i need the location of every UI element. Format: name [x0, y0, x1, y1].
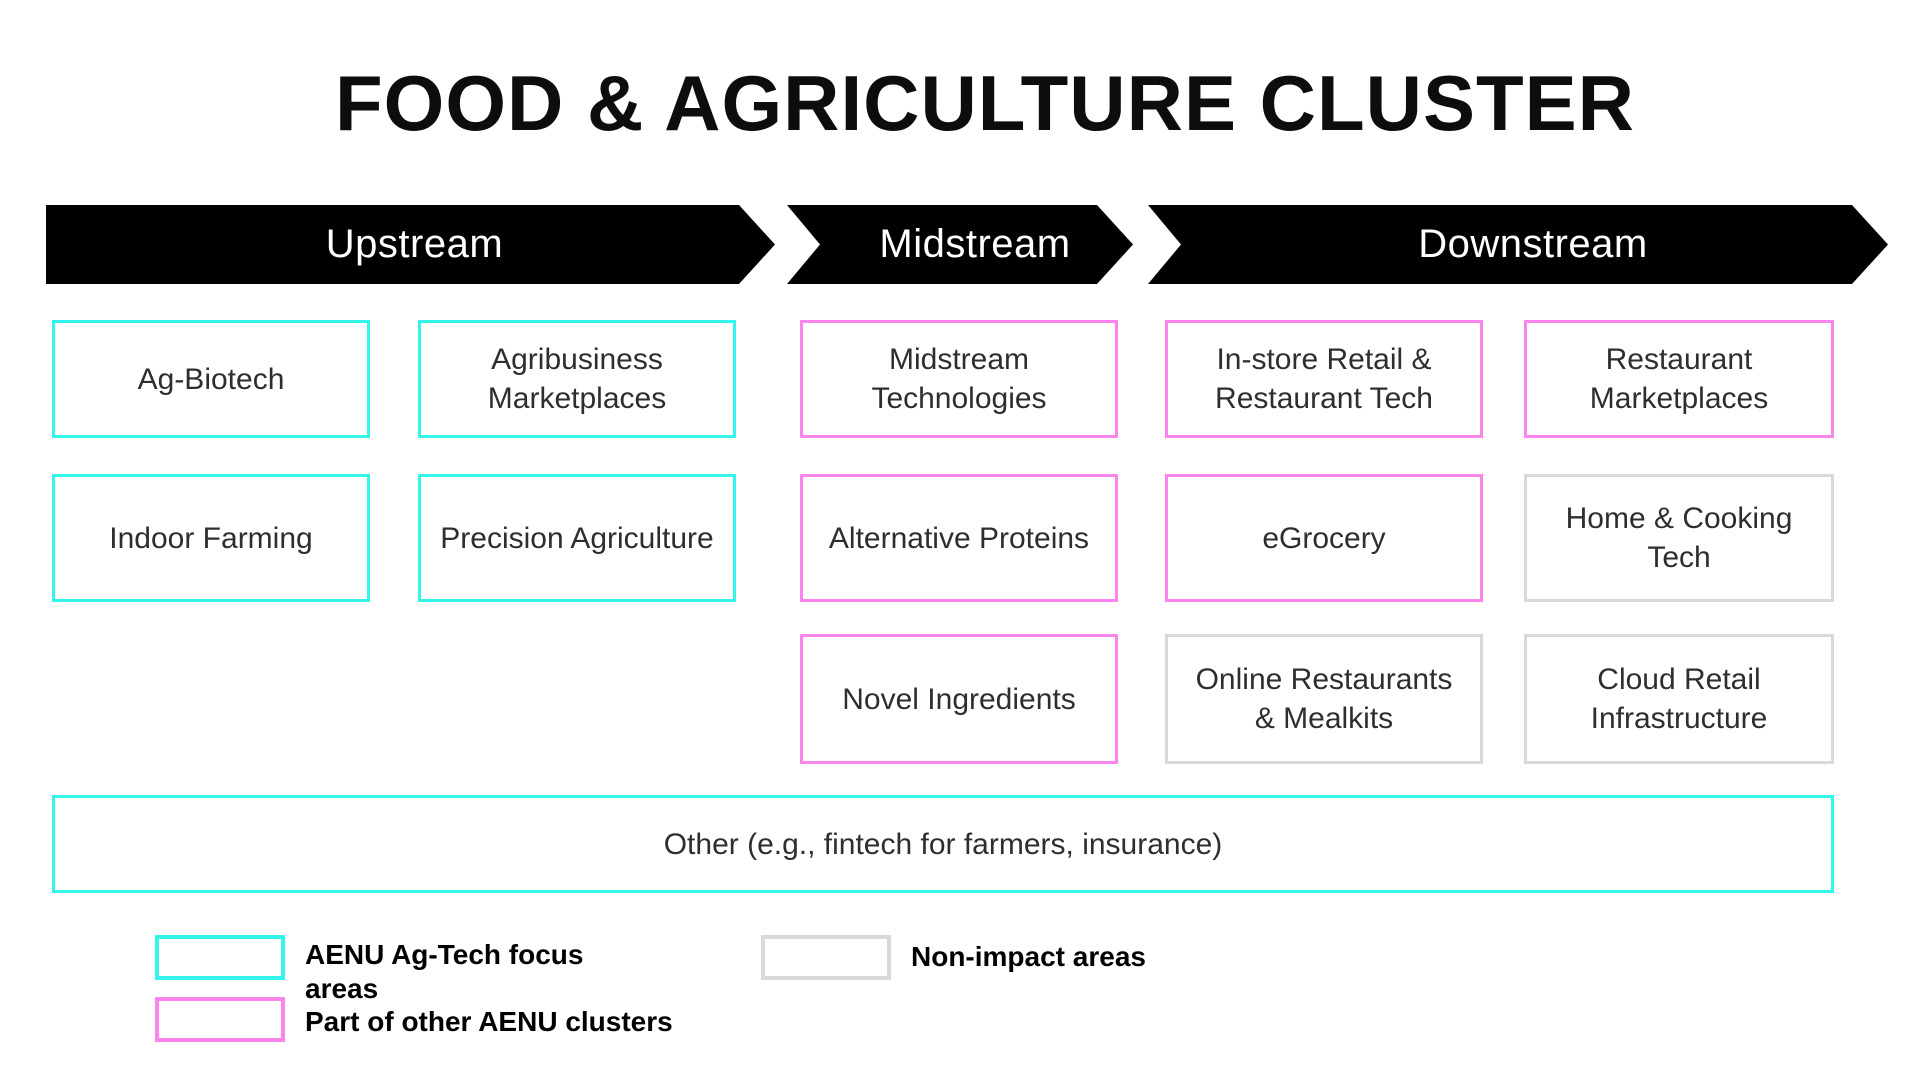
box-egrocery: eGrocery: [1165, 474, 1483, 602]
box-alternative-proteins: Alternative Proteins: [800, 474, 1118, 602]
page-title: FOOD & AGRICULTURE CLUSTER: [335, 59, 1635, 147]
box-precision-agriculture: Precision Agriculture: [418, 474, 736, 602]
legend-label-focus-areas: AENU Ag-Tech focus areas: [305, 939, 584, 1004]
box-other-fintech-insurance: Other (e.g., fintech for farmers, insura…: [52, 795, 1834, 893]
box-cloud-retail-infrastructure: Cloud Retail Infrastructure: [1524, 634, 1834, 764]
stage-arrow-upstream-label: Upstream: [325, 222, 504, 266]
stage-arrow-downstream: Downstream: [1148, 205, 1888, 284]
legend-swatch-other-clusters: [155, 997, 285, 1042]
legend-swatch-focus-areas: [155, 935, 285, 980]
box-ag-biotech: Ag-Biotech: [52, 320, 370, 438]
box-indoor-farming: Indoor Farming: [52, 474, 370, 602]
box-midstream-technologies: Midstream Technologies: [800, 320, 1118, 438]
box-online-restaurants-mealkits: Online Restaurants & Mealkits: [1165, 634, 1483, 764]
box-instore-retail-restaurant-tech: In-store Retail & Restaurant Tech: [1165, 320, 1483, 438]
stage-arrow-midstream-label: Midstream: [879, 222, 1071, 266]
box-home-cooking-tech: Home & Cooking Tech: [1524, 474, 1834, 602]
legend-label-other-clusters: Part of other AENU clusters: [305, 1006, 673, 1037]
box-restaurant-marketplaces: Restaurant Marketplaces: [1524, 320, 1834, 438]
stage-arrow-downstream-label: Downstream: [1418, 222, 1648, 266]
box-agribusiness-marketplaces: Agribusiness Marketplaces: [418, 320, 736, 438]
box-novel-ingredients: Novel Ingredients: [800, 634, 1118, 764]
stage-arrow-midstream: Midstream: [787, 205, 1133, 284]
stage-arrow-upstream: Upstream: [46, 205, 775, 284]
legend-swatch-non-impact: [761, 935, 891, 980]
legend-label-non-impact: Non-impact areas: [911, 941, 1146, 972]
